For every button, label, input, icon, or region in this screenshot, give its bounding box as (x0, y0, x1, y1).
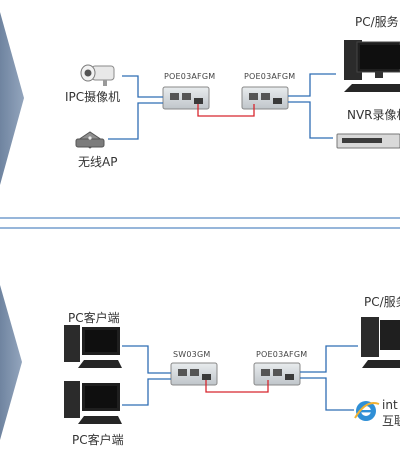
camera-label: IPC摄像机 (65, 90, 121, 104)
desktop-pc-icon (64, 381, 122, 424)
fiber-link (197, 104, 255, 117)
switch-label: SW03GM (173, 350, 211, 359)
pc-server-label: PC/服务 (364, 295, 400, 309)
desktop-pc-icon (361, 317, 400, 368)
switch-icon (253, 362, 301, 386)
ethernet-link (122, 345, 358, 411)
pc-client-label: PC客户端 (68, 311, 120, 325)
switch-label: POE03AFGM (256, 350, 308, 359)
wireless-ap-icon (75, 131, 105, 149)
ethernet-link (108, 73, 336, 140)
fiber-link (205, 380, 269, 393)
internet-label-cn: 互联 (382, 414, 400, 428)
nvr-icon (336, 133, 400, 149)
switch-icon (241, 86, 289, 110)
ap-label: 无线AP (78, 155, 118, 169)
desktop-pc-icon (344, 40, 400, 92)
desktop-pc-icon (64, 325, 122, 368)
switch-label: POE03AFGM (244, 72, 296, 81)
pc-client-label: PC客户端 (72, 433, 124, 447)
switch-icon (170, 362, 218, 386)
pc-server-label: PC/服务 (355, 15, 399, 29)
switch-label: POE03AFGM (164, 72, 216, 81)
bottom-section-chevron (0, 285, 22, 440)
switch-icon (162, 86, 210, 110)
internet-label: int (382, 398, 398, 412)
nvr-label: NVR录像机 (347, 108, 400, 122)
top-section-chevron (0, 12, 24, 185)
camera-icon (80, 64, 115, 86)
internet-explorer-icon (354, 401, 380, 421)
